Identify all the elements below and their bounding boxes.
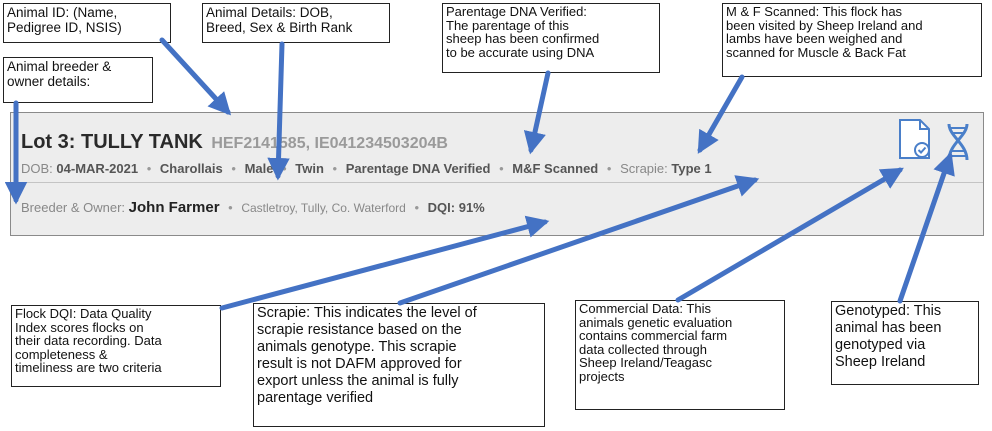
- callout-animal-id: Animal ID: (Name, Pedigree ID, NSIS): [3, 3, 171, 43]
- separator: •: [606, 161, 612, 176]
- animal-details-row: DOB: 04-MAR-2021 • Charollais • Male • T…: [21, 161, 712, 176]
- callout-parentage: Parentage DNA Verified: The parentage of…: [442, 3, 660, 73]
- breeder-name: John Farmer: [128, 199, 220, 216]
- card-divider: [11, 182, 983, 183]
- separator: •: [414, 200, 420, 215]
- callout-flock-dqi: Flock DQI: Data Quality Index scores flo…: [11, 305, 221, 387]
- lot-title: Lot 3: TULLY TANK: [21, 131, 203, 153]
- separator: •: [282, 161, 287, 176]
- breeder-label: Breeder & Owner:: [21, 200, 126, 215]
- callout-animal-details: Animal Details: DOB, Breed, Sex & Birth …: [202, 3, 390, 43]
- breeder-row: Breeder & Owner: John Farmer • Castletro…: [21, 199, 485, 216]
- birth-rank-value: Twin: [295, 161, 324, 176]
- separator: •: [228, 200, 233, 215]
- mf-scanned-badge: M&F Scanned: [512, 161, 599, 176]
- separator: •: [231, 161, 236, 176]
- scrapie-label: Scrapie:: [620, 161, 668, 176]
- document-check-icon[interactable]: [898, 118, 932, 160]
- callout-scrapie: Scrapie: This indicates the level of scr…: [253, 303, 545, 427]
- separator: •: [146, 161, 152, 176]
- dob-label: DOB:: [21, 161, 53, 176]
- separator: •: [499, 161, 504, 176]
- parentage-verified-badge: Parentage DNA Verified: [345, 161, 491, 176]
- breed-value: Charollais: [159, 161, 223, 176]
- breeder-address: Castletroy, Tully, Co. Waterford: [241, 201, 406, 215]
- dna-helix-icon[interactable]: [945, 122, 971, 162]
- callout-commercial-data: Commercial Data: This animals genetic ev…: [575, 300, 785, 410]
- callout-genotyped: Genotyped: This animal has been genotype…: [831, 301, 979, 385]
- callout-mf-scanned: M & F Scanned: This flock has been visit…: [722, 3, 982, 77]
- scrapie-value: Type 1: [671, 161, 712, 176]
- sex-value: Male: [244, 161, 274, 176]
- callout-breeder: Animal breeder & owner details:: [3, 57, 153, 103]
- lot-card[interactable]: Lot 3: TULLY TANK HEF2141585, IE04123450…: [10, 112, 984, 236]
- flock-dqi: DQI: 91%: [427, 200, 485, 215]
- separator: •: [332, 161, 338, 176]
- dob-value: 04-MAR-2021: [56, 161, 139, 176]
- arrow-animal-id: [159, 37, 232, 116]
- lot-identifiers: HEF2141585, IE041234503204B: [211, 135, 448, 152]
- lot-title-row: Lot 3: TULLY TANK HEF2141585, IE04123450…: [21, 131, 448, 154]
